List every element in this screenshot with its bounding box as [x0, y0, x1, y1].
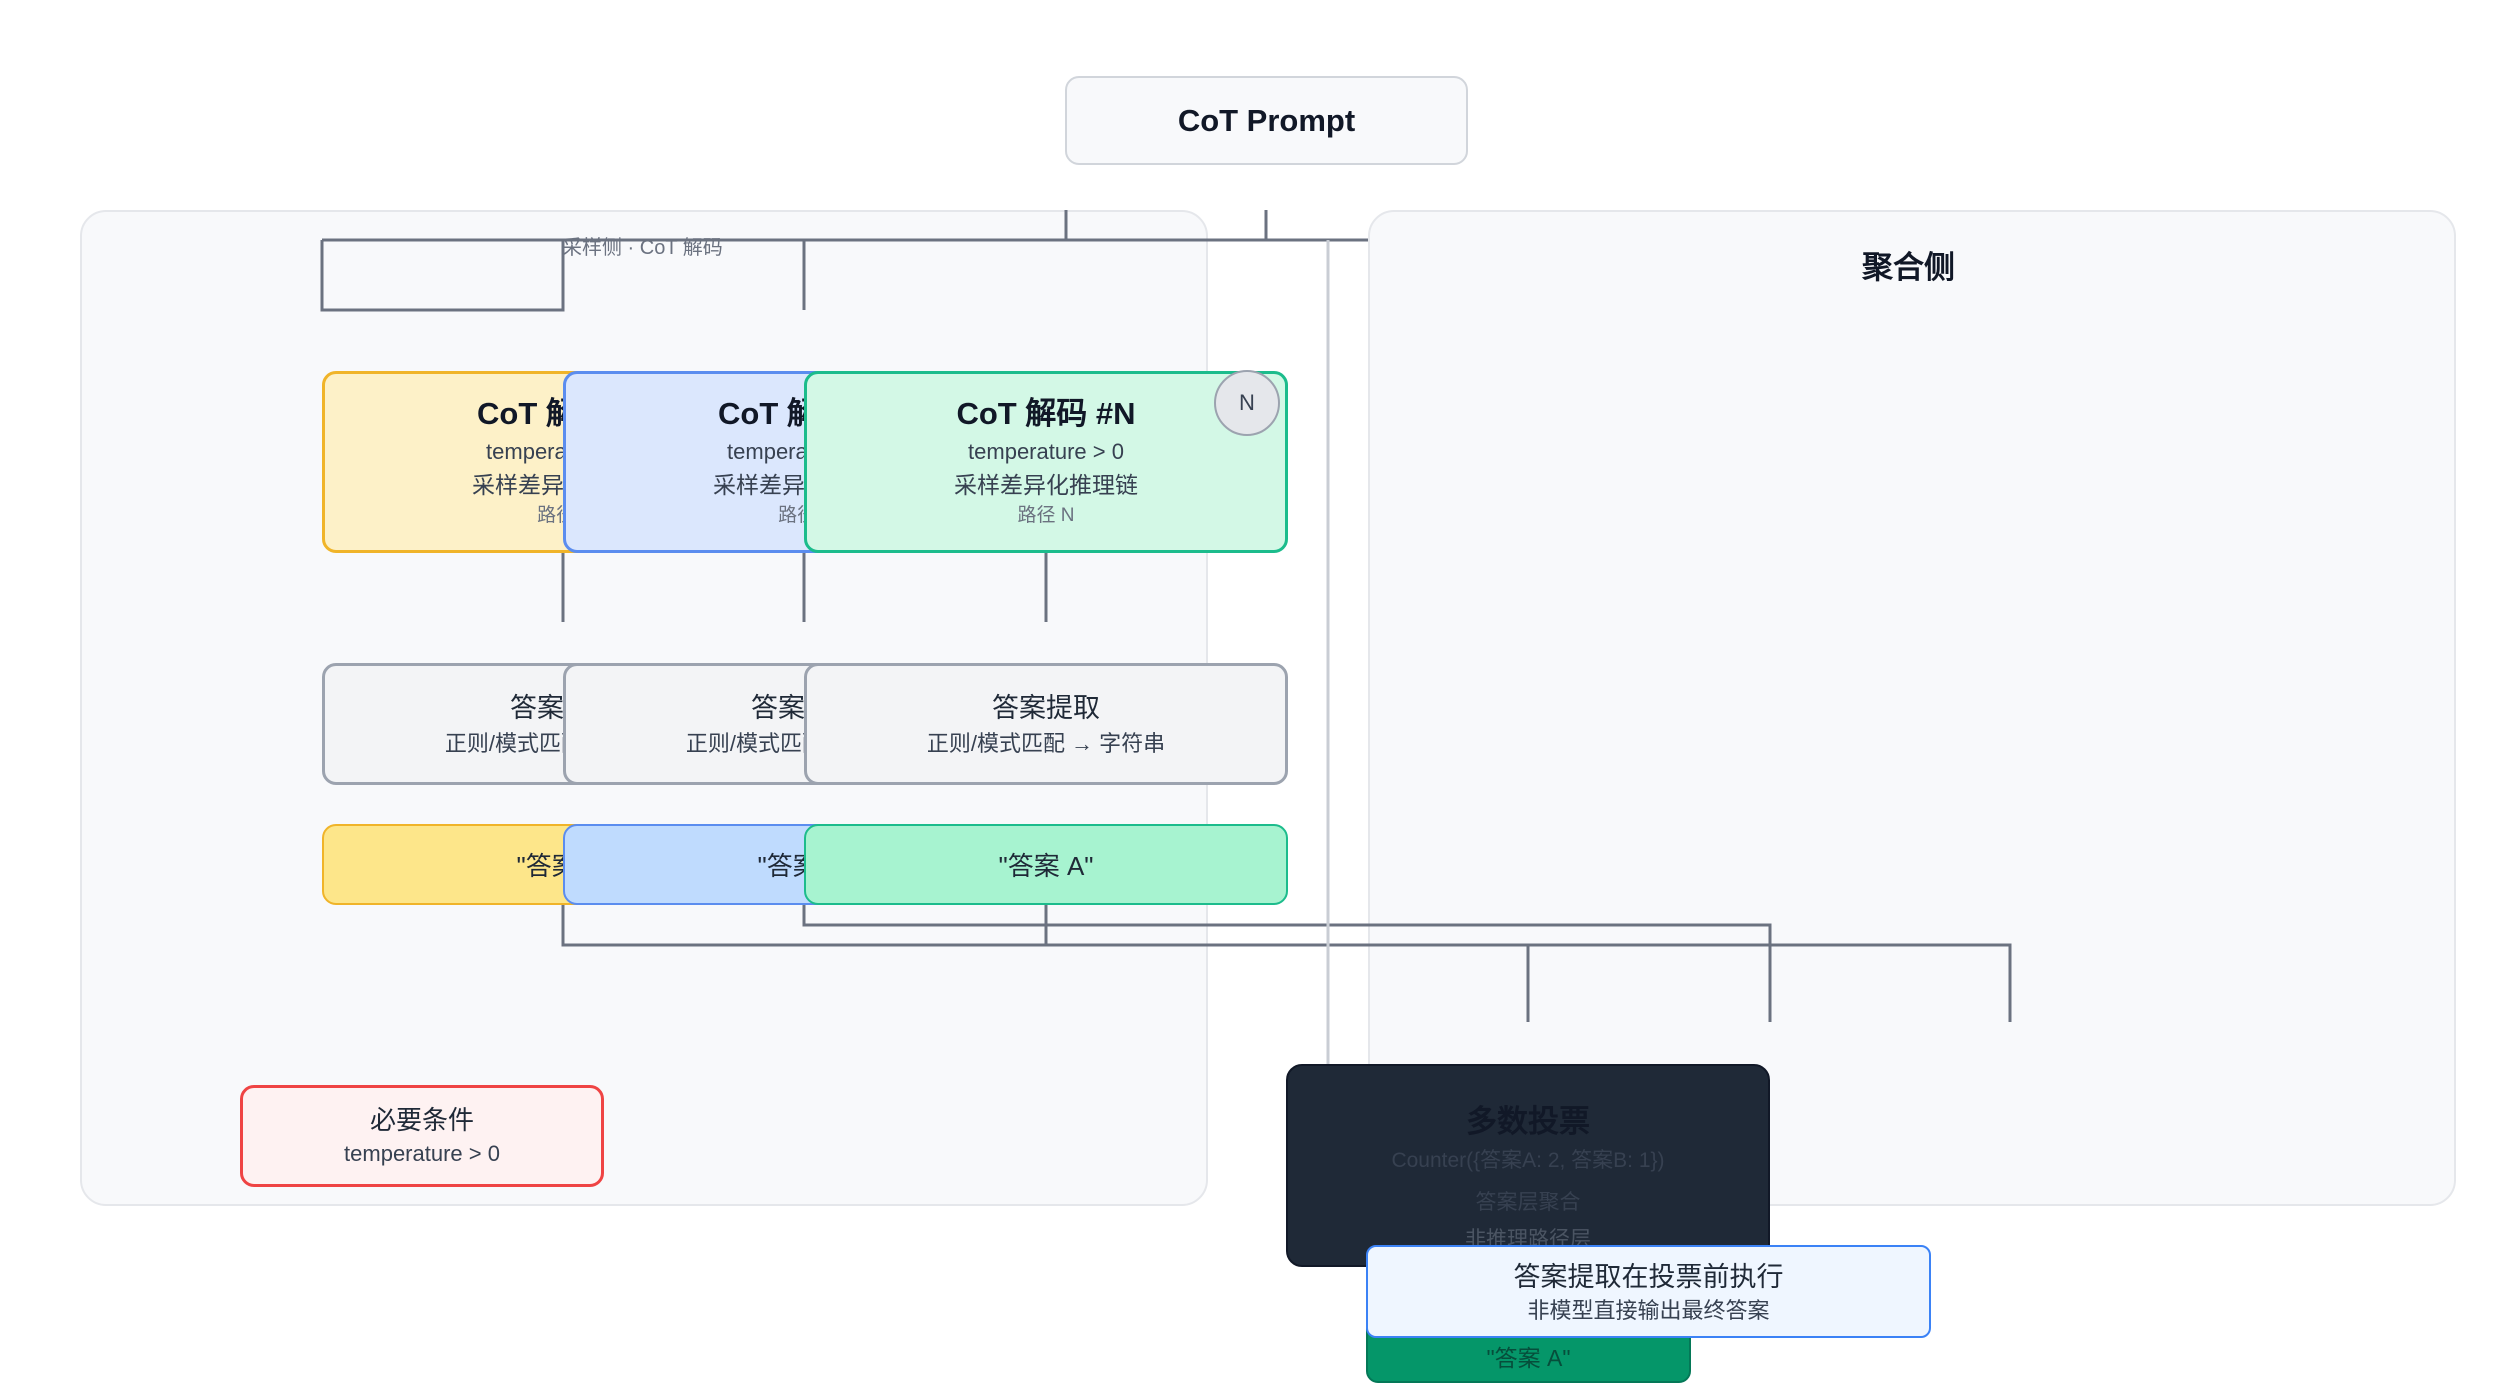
vote-counter: Counter({答案A: 2, 答案B: 1}) [1391, 1149, 1665, 1172]
cot-temperature: temperature > 0 [968, 439, 1124, 464]
extraction-title: 答案提取 [992, 693, 1100, 723]
condition-description: temperature > 0 [344, 1141, 500, 1166]
cot-description: 采样差异化推理链 [954, 472, 1138, 498]
note-title: 答案提取在投票前执行 [1513, 1261, 1784, 1292]
cot-prompt-node: CoT Prompt [1065, 76, 1468, 165]
vote-title: 多数投票 [1466, 1104, 1590, 1139]
note-description: 非模型直接输出最终答案 [1527, 1297, 1770, 1323]
cot-title: CoT 解码 #N [956, 396, 1136, 431]
vote-layer: 答案层聚合 [1475, 1191, 1581, 1214]
note-box: 答案提取在投票前执行 非模型直接输出最终答案 [1366, 1245, 1931, 1338]
sampling-panel-label: 采样侧 · CoT 解码 [562, 237, 723, 259]
extracted-answer-n: "答案 A" [804, 824, 1288, 905]
path-n-badge: N [1214, 370, 1280, 436]
final-answer-text: "答案 A" [1486, 1345, 1571, 1371]
answer-text: "答案 A" [998, 851, 1094, 881]
aggregation-panel [1368, 210, 2456, 1206]
cot-prompt-label: CoT Prompt [1177, 102, 1356, 138]
majority-vote-box: 多数投票 Counter({答案A: 2, 答案B: 1}) 答案层聚合 非推理… [1286, 1064, 1770, 1267]
cot-path-label: 路径 N [1017, 505, 1075, 526]
condition-title: 必要条件 [369, 1105, 474, 1135]
extraction-description: 正则/模式匹配 → 字符串 [926, 731, 1166, 756]
answer-extraction-n: 答案提取 正则/模式匹配 → 字符串 [804, 663, 1288, 785]
cot-decode-path-n: CoT 解码 #N temperature > 0 采样差异化推理链 路径 N [804, 371, 1288, 553]
badge-letter: N [1239, 390, 1255, 415]
aggregation-panel-title: 聚合侧 [1862, 250, 1955, 285]
necessary-condition-box: 必要条件 temperature > 0 [240, 1085, 604, 1187]
